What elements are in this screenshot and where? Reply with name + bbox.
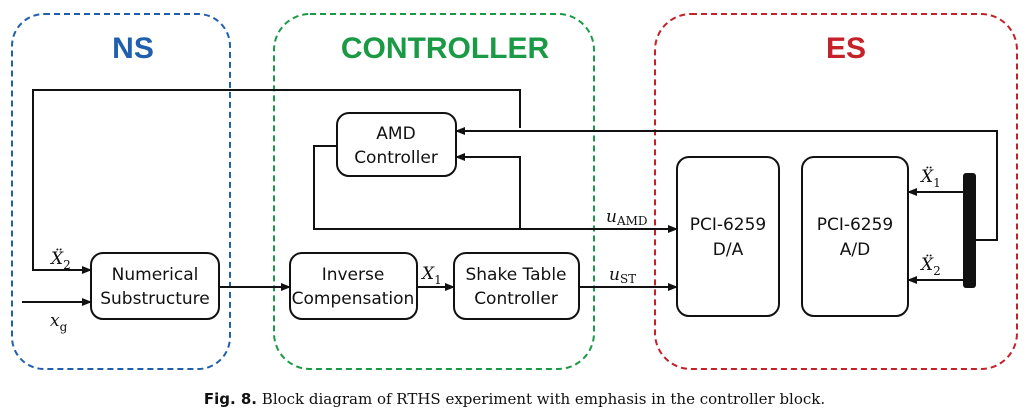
pci-ad-line1: PCI-6259 [817, 215, 894, 235]
x2dd-out-label: Ẍ2 [919, 254, 941, 278]
amd-controller-line2: Controller [354, 148, 438, 168]
ns-title: NS [112, 32, 154, 65]
caption-label: Fig. 8. [203, 390, 258, 408]
pci-ad-line2: A/D [840, 240, 870, 260]
numerical-line2: Substructure [100, 289, 210, 309]
x1-feedback-line [455, 127, 998, 241]
shake-table-line2: Controller [474, 289, 558, 309]
sensor-bar [963, 173, 976, 288]
controller-region [273, 13, 595, 370]
x1-label: X1 [420, 264, 442, 287]
controller-title: CONTROLLER [341, 32, 550, 65]
pci-da-line2: D/A [713, 240, 744, 260]
numerical-line1: Numerical [112, 265, 199, 285]
x2-feedback-line [32, 89, 521, 274]
shake-table-line1: Shake Table [465, 265, 566, 285]
uamd-label: uAMD [606, 207, 648, 228]
ns-region [11, 13, 231, 370]
pci-da-line1: PCI-6259 [690, 215, 767, 235]
inverse-line1: Inverse [322, 265, 385, 285]
inverse-line2: Compensation [292, 289, 415, 309]
pci-ad-block: PCI-6259 A/D [801, 156, 909, 317]
es-title: ES [826, 32, 866, 65]
xg-label: xg [50, 311, 68, 334]
numerical-substructure-block: Numerical Substructure [90, 252, 220, 320]
x1dd-out-label: Ẍ1 [919, 166, 941, 190]
pci-da-block: PCI-6259 D/A [676, 156, 780, 317]
amd-lower-feedback [455, 153, 521, 229]
ust-label: uST [609, 265, 636, 286]
es-region [654, 13, 1018, 370]
shake-table-controller-block: Shake Table Controller [453, 252, 580, 320]
caption-text: Block diagram of RTHS experiment with em… [261, 390, 826, 408]
inverse-compensation-block: Inverse Compensation [289, 252, 418, 320]
figure-caption: Fig. 8. Block diagram of RTHS experiment… [0, 390, 1029, 408]
amd-controller-block: AMD Controller [336, 112, 457, 177]
uamd-arrow [313, 145, 678, 233]
amd-controller-line1: AMD [376, 124, 415, 144]
x2dd-label: Ẍ2 [49, 248, 71, 272]
